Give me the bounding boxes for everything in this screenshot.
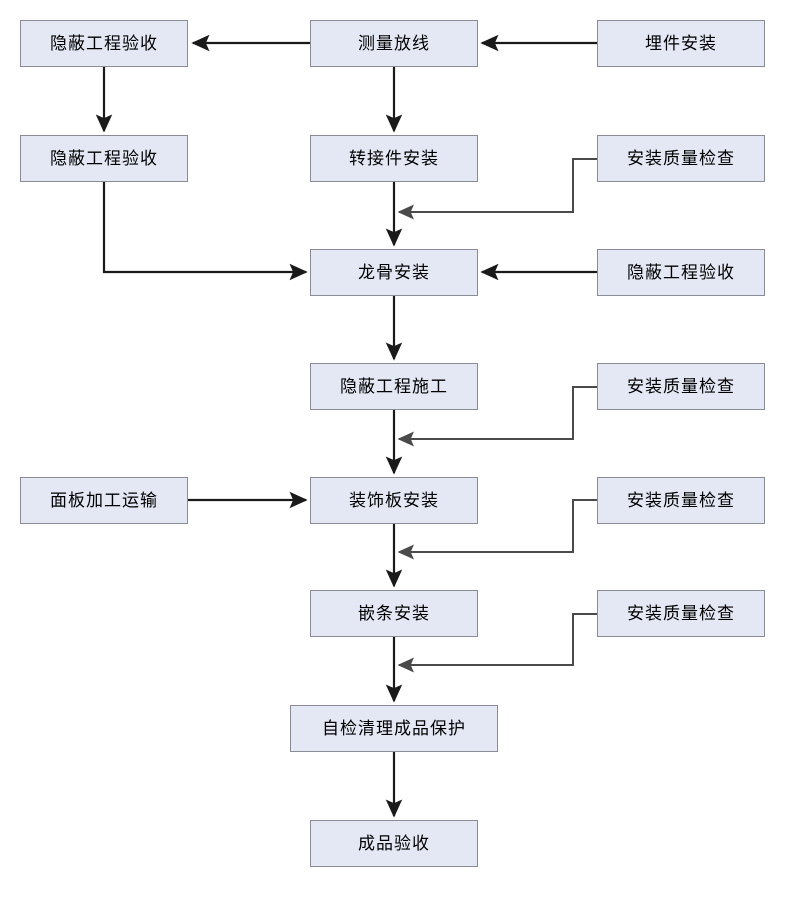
edge-jiancha-to-zhuangshiban-branch [397,499,597,560]
node-label: 隐蔽工程验收 [627,263,735,282]
edge-jiancha-to-yinbi-shigong-branch [397,386,597,447]
node-yinbi-gongcheng-yanshou-1[interactable]: 隐蔽工程验收 [20,20,188,67]
node-label: 安装质量检查 [627,491,735,510]
node-label: 安装质量检查 [627,604,735,623]
node-label: 测量放线 [358,34,430,53]
node-label: 面板加工运输 [50,491,158,510]
node-zhuangshiban-anzhuang[interactable]: 装饰板安装 [310,477,478,524]
node-anzhuang-zhiliang-jiancha-3[interactable]: 安装质量检查 [597,477,765,524]
node-label: 装饰板安装 [349,491,439,510]
node-mianban-jiagong-yunshu[interactable]: 面板加工运输 [20,477,188,524]
edge-jiancha-to-zhuanjiejian-branch [397,158,597,220]
node-anzhuang-zhiliang-jiancha-4[interactable]: 安装质量检查 [597,590,765,637]
node-zhuanjiejian-anzhuang[interactable]: 转接件安装 [310,135,478,182]
node-label: 隐蔽工程验收 [50,149,158,168]
node-label: 成品验收 [358,834,430,853]
node-label: 嵌条安装 [358,604,430,623]
node-maijian-anzhuang[interactable]: 埋件安装 [597,20,765,67]
node-yinbi-gongcheng-yanshou-3[interactable]: 隐蔽工程验收 [597,249,765,296]
node-label: 自检清理成品保护 [322,719,466,738]
node-longgu-anzhuang[interactable]: 龙骨安装 [310,249,478,296]
edge-yanshou2-to-longgu [102,182,308,281]
node-label: 转接件安装 [349,149,439,168]
node-label: 安装质量检查 [627,377,735,396]
node-chengpin-yanshou[interactable]: 成品验收 [310,820,478,867]
edge-jiancha-to-qiantiao-branch [397,613,597,673]
node-label: 隐蔽工程验收 [50,34,158,53]
node-zijian-qingli-chengpin-baohu[interactable]: 自检清理成品保护 [290,705,498,752]
node-label: 隐蔽工程施工 [340,377,448,396]
node-yinbi-gongcheng-yanshou-2[interactable]: 隐蔽工程验收 [20,135,188,182]
node-qiantiao-anzhuang[interactable]: 嵌条安装 [310,590,478,637]
node-label: 安装质量检查 [627,149,735,168]
node-anzhuang-zhiliang-jiancha-2[interactable]: 安装质量检查 [597,363,765,410]
node-yinbi-gongcheng-shigong[interactable]: 隐蔽工程施工 [310,363,478,410]
node-label: 龙骨安装 [358,263,430,282]
node-celiang-fangxian[interactable]: 测量放线 [310,20,478,67]
node-label: 埋件安装 [645,34,717,53]
node-anzhuang-zhiliang-jiancha-1[interactable]: 安装质量检查 [597,135,765,182]
